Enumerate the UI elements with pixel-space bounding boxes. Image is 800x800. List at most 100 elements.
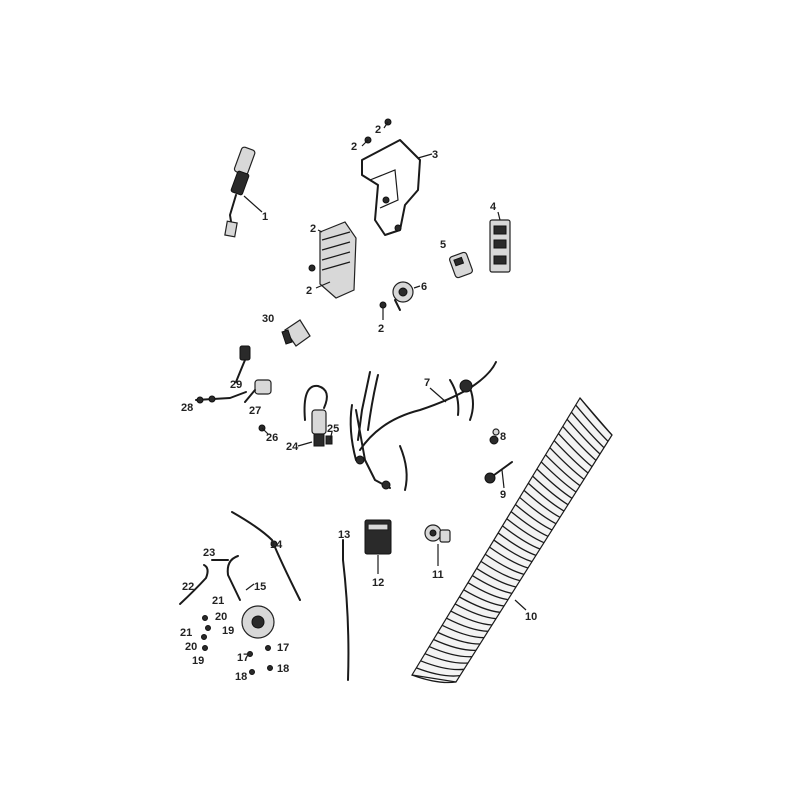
loom-strand xyxy=(549,447,585,480)
label-21b: 21 xyxy=(180,627,192,639)
label-8: 7 xyxy=(424,377,430,389)
loom-strand xyxy=(441,624,485,639)
label-1: 1 xyxy=(262,211,268,223)
loom-strand xyxy=(450,610,493,626)
label-4: 3 xyxy=(432,149,438,161)
part-27-switch xyxy=(244,379,272,403)
loom-strand xyxy=(411,674,457,684)
label-13: 12 xyxy=(372,577,384,589)
part-13-battery xyxy=(364,519,392,574)
label-9: 8 xyxy=(500,431,506,443)
label-24: 24 xyxy=(286,441,299,453)
loom-strand xyxy=(497,532,537,556)
loom-strand xyxy=(519,496,557,525)
loom-strand xyxy=(540,461,577,493)
loom-strand xyxy=(484,553,525,575)
label-2b: 2 xyxy=(375,124,381,136)
label-15: 14 xyxy=(270,539,283,551)
part-14-cable xyxy=(342,539,350,681)
part-16-stator xyxy=(226,555,275,639)
label-19a: 19 xyxy=(222,625,234,637)
label-26: 26 xyxy=(266,432,278,444)
part-9-grommet xyxy=(489,428,500,445)
loom-strand xyxy=(553,440,589,474)
loom-strand xyxy=(454,603,497,620)
loom-strand xyxy=(493,539,533,563)
loom-strand xyxy=(433,638,477,651)
part-7-horn xyxy=(392,281,421,311)
label-2c: 2 xyxy=(306,285,312,297)
label-23: 23 xyxy=(203,547,215,559)
label-2a: 2 xyxy=(351,141,357,153)
loom-strand xyxy=(446,617,489,632)
loom-strand xyxy=(532,475,569,506)
label-16: 15 xyxy=(254,581,266,593)
part-11-cable-loom xyxy=(411,396,613,684)
loom-strand xyxy=(428,645,473,658)
loom-strand xyxy=(536,468,573,499)
loom-strand xyxy=(575,404,609,442)
part-28-cable xyxy=(195,391,247,404)
loom-strand xyxy=(523,489,561,518)
label-28: 28 xyxy=(181,402,193,414)
label-25: 25 xyxy=(327,423,339,435)
loom-strand xyxy=(420,660,465,671)
label-29: 29 xyxy=(230,379,242,391)
label-20a: 20 xyxy=(215,611,227,623)
part-2-screw-horn xyxy=(379,301,387,320)
leader-2c xyxy=(315,281,331,289)
label-19b: 19 xyxy=(192,655,204,667)
part-29-relay xyxy=(235,345,251,383)
label-10: 9 xyxy=(500,489,506,501)
label-17a: 17 xyxy=(237,652,249,664)
loom-strand xyxy=(424,653,469,664)
part-22-wire xyxy=(179,564,209,605)
loom-strand xyxy=(514,504,553,531)
label-18b: 18 xyxy=(277,663,289,675)
small-hardware-group xyxy=(201,615,273,675)
loom-strand xyxy=(527,482,565,512)
loom-strand xyxy=(416,667,461,677)
label-11: 10 xyxy=(525,611,537,623)
part-15-cable xyxy=(231,511,301,601)
part-24-ignition-coil xyxy=(297,384,328,447)
loom-strand xyxy=(557,433,593,468)
label-21a: 21 xyxy=(212,595,224,607)
loom-strand xyxy=(471,575,513,594)
loom-strand xyxy=(459,596,501,613)
label-12: 11 xyxy=(432,569,444,581)
label-30: 30 xyxy=(262,313,274,325)
part-10-cable xyxy=(484,461,513,489)
label-6: 5 xyxy=(440,239,446,251)
label-27: 27 xyxy=(249,405,261,417)
loom-strand xyxy=(476,567,517,588)
label-7: 6 xyxy=(421,281,427,293)
loom-strand xyxy=(463,589,505,607)
part-2-screws-top xyxy=(361,118,392,147)
part-6-relay xyxy=(449,251,473,279)
part-4-bracket xyxy=(361,139,433,236)
loom-strand xyxy=(566,418,601,455)
loom-strand xyxy=(545,454,581,487)
part-25-cap xyxy=(325,431,333,445)
part-30-rectifier xyxy=(281,319,311,347)
label-17b: 17 xyxy=(277,642,289,654)
part-26-screw xyxy=(258,424,269,435)
loom-strand xyxy=(510,511,549,537)
label-5: 4 xyxy=(490,201,497,213)
part-12-bushing xyxy=(424,524,451,566)
part-1-switch xyxy=(224,146,263,238)
label-2d: 2 xyxy=(378,323,384,335)
loom-strand xyxy=(579,397,613,436)
loom-strand xyxy=(502,525,541,550)
part-3-regulator xyxy=(308,221,357,299)
label-22: 22 xyxy=(182,581,194,593)
part-11-loom-strands xyxy=(411,397,613,684)
label-20b: 20 xyxy=(185,641,197,653)
loom-strand xyxy=(480,560,521,582)
loom-strand xyxy=(437,631,481,645)
part-8-wiring-harness xyxy=(349,361,497,491)
loom-strand xyxy=(562,425,597,461)
part-5-connector xyxy=(489,211,511,273)
